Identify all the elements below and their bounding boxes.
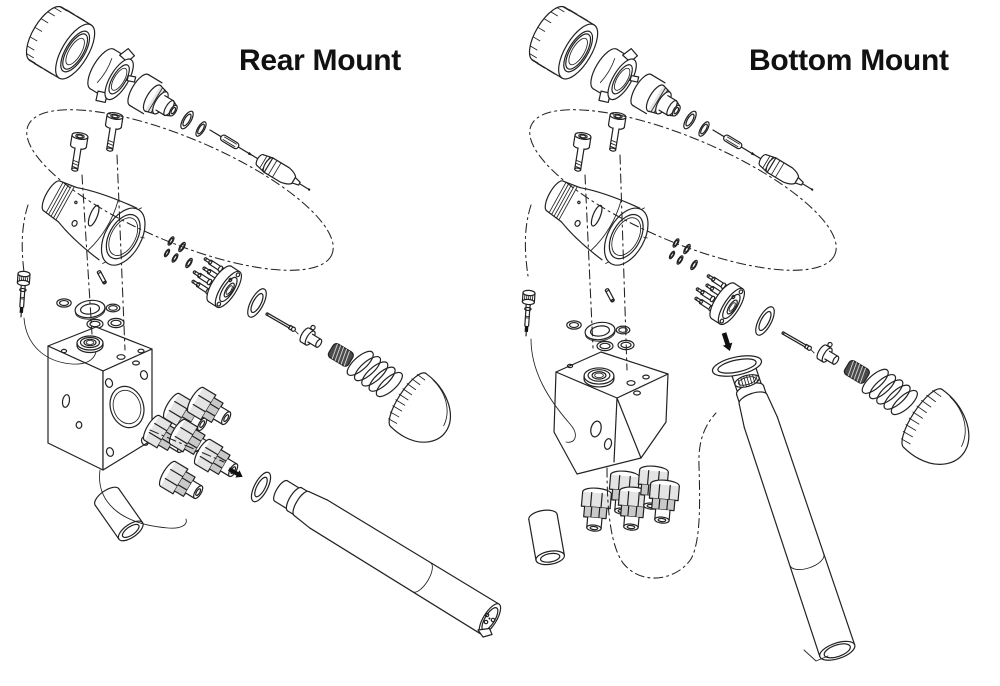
large-o-ring: [751, 303, 779, 339]
o-ring: [177, 108, 197, 132]
electrode-holder: [519, 289, 536, 337]
pin-connector-flange: [687, 268, 749, 329]
socket-screw: [603, 110, 628, 153]
gun-body: [532, 163, 660, 276]
piston: [297, 321, 328, 352]
muffler: [90, 482, 148, 546]
title-rear-mount: Rear Mount: [239, 44, 402, 77]
title-bottom-mount: Bottom Mount: [749, 44, 949, 77]
electrode-needle: [710, 126, 759, 160]
phantom-lines: [8, 78, 352, 528]
electrode-needle: [207, 126, 256, 160]
seal-gasket-stack: [566, 319, 635, 352]
assembly-arrow: [718, 330, 736, 354]
barrel-end-pins: [478, 613, 495, 637]
thread-insert: [733, 372, 760, 389]
socket-screw: [65, 130, 90, 173]
barrel-o-ring: [246, 468, 276, 506]
o-ring: [680, 108, 700, 132]
electrode-holder: [14, 270, 31, 318]
socket-screw: [100, 110, 125, 153]
hose-fittings: [139, 384, 245, 507]
barrel-tube: [724, 360, 858, 665]
o-ring: [193, 119, 209, 139]
roll-pin: [96, 269, 108, 285]
hose-fittings: [578, 464, 681, 534]
manifold-block: [48, 327, 152, 470]
needle-cartridge: [244, 146, 316, 199]
needle-cartridge: [747, 146, 819, 199]
o-ring: [696, 119, 712, 139]
gun-body: [29, 163, 157, 276]
diagram-bottom-mount: [511, 0, 988, 665]
o-ring-trail: [668, 237, 699, 271]
phantom-lines: [511, 78, 855, 578]
barrel-flat-o-ring: [711, 352, 764, 380]
needle-shaft: [780, 330, 817, 354]
barrel-end-bevel: [804, 650, 828, 661]
needle-shaft: [264, 311, 301, 335]
dome-knob: [380, 366, 468, 456]
roll-pin: [604, 287, 616, 303]
barrel-tube: [267, 473, 506, 638]
piston: [814, 338, 845, 369]
muffler: [526, 507, 567, 568]
dome-knob: [892, 382, 988, 479]
socket-screw: [568, 130, 593, 173]
manifold-block: [554, 352, 668, 474]
diagram-rear-mount: [8, 0, 506, 638]
pin-connector-flange: [184, 251, 246, 312]
